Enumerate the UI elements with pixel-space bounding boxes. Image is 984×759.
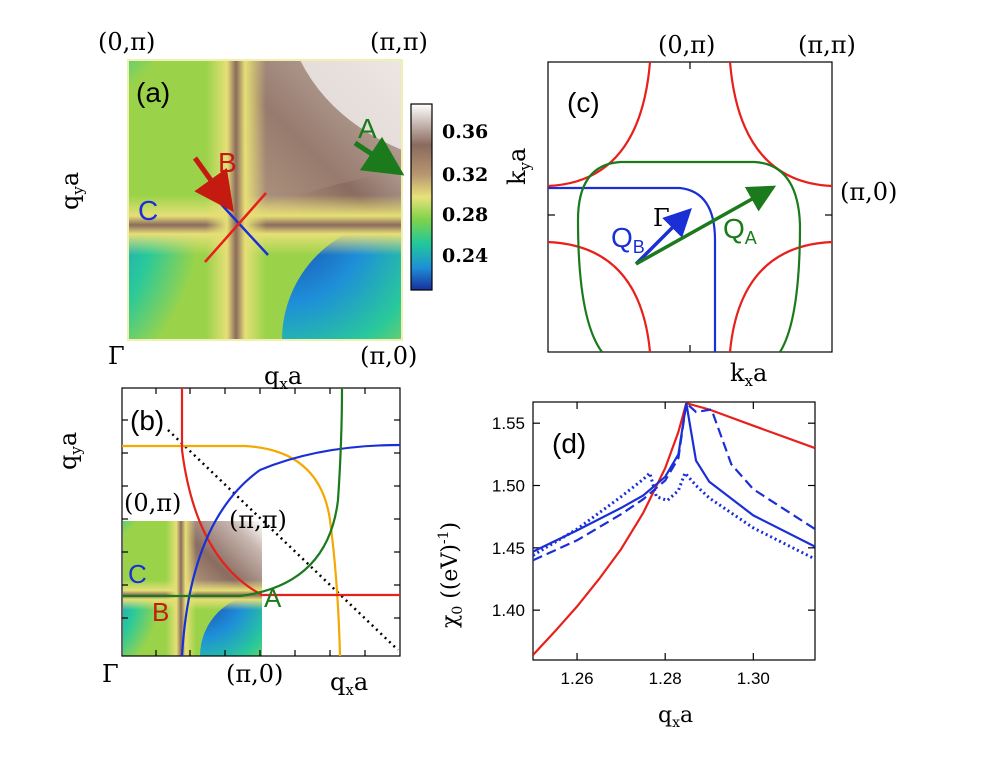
panel-b-inset-top-left: (0,π)	[124, 489, 181, 517]
panel-d-series-group	[533, 402, 815, 656]
panel-b-axes	[121, 387, 401, 657]
panel-a-frame	[127, 59, 403, 341]
panel-c-blue-surface	[548, 186, 717, 352]
panel-c-corner-top-right: (π,π)	[798, 31, 856, 59]
panel-b: (b) (0,π) (π,π) C B A Γ (π,0) qxa qya	[54, 387, 401, 699]
panel-d-chart: 1.26 1.28 1.30 1.40 1.45 1.50 1.55 (d) qxa χ0 …	[436, 401, 816, 731]
panel-d-ticks: 1.26 1.28 1.30 1.40 1.45 1.50 1.55	[492, 402, 815, 688]
panel-a-xlabel: qxa	[264, 362, 302, 393]
y-tick-label: 1.45	[492, 539, 525, 558]
x-tick-label: 1.28	[649, 669, 682, 688]
y-tick-label: 1.40	[492, 601, 525, 620]
y-tick-label: 1.50	[492, 477, 525, 496]
panel-c-corner-right: (π,0)	[840, 178, 897, 206]
panel-a-red-cut	[204, 192, 267, 263]
panel-c-red-pocket	[728, 62, 832, 188]
panel-b-ylabel: qya	[54, 432, 85, 470]
colorbar-tick: 0.36	[442, 121, 488, 143]
panel-a-heatmap	[128, 60, 402, 340]
series-line-2	[533, 402, 815, 562]
panel-b-red-curve	[180, 388, 400, 597]
panel-c-qb-label: QB	[611, 222, 645, 257]
panel-c-qa-label: QA	[723, 213, 757, 248]
x-tick-label: 1.30	[737, 669, 770, 688]
panel-a-ylabel: qya	[56, 172, 87, 210]
panel-a-corner-bottom-left: Γ	[108, 342, 125, 370]
panel-a-marker-a: A	[358, 113, 377, 144]
colorbar-tick: 0.28	[442, 204, 488, 226]
panel-a-arrow-b	[192, 156, 234, 213]
panel-a-label: (a)	[136, 77, 170, 108]
panel-b-curves	[122, 388, 400, 656]
panel-c-xlabel: kxa	[730, 359, 767, 390]
y-tick-label: 1.55	[492, 414, 525, 433]
panel-c-green-surface	[576, 160, 802, 352]
panel-b-inset-top-right: (π,π)	[229, 506, 287, 534]
panel-a-corner-top-right: (π,π)	[370, 28, 428, 56]
panel-c-ylabel: kya	[503, 148, 534, 185]
panel-c-red-pocket	[548, 240, 652, 352]
panel-c-arrow-qa	[635, 185, 777, 266]
panel-a-colorbar-ticks: 0.36 0.32 0.28 0.24	[442, 121, 488, 267]
panel-b-corner-bottom-right: (π,0)	[226, 660, 283, 688]
colorbar-tick: 0.24	[442, 245, 488, 267]
panel-c-fermi-surfaces	[548, 62, 832, 352]
panel-c-gamma: Γ	[653, 204, 670, 232]
x-tick-label: 1.26	[561, 669, 594, 688]
panel-c-arrow-qb	[634, 208, 692, 266]
panel-b-marker-a: A	[264, 583, 282, 613]
panel-a-marker-c: C	[138, 195, 158, 226]
panel-b-marker-b: B	[152, 597, 169, 627]
panel-c: (c) Γ QB QA (0,π) (π,π) (π,0) kxa kya	[503, 31, 897, 390]
panel-c-red-pocket	[728, 240, 832, 352]
panel-a-corner-top-left: (0,π)	[98, 28, 155, 56]
series-line-3	[533, 470, 815, 561]
panel-a-corner-bottom-right: (π,0)	[360, 342, 417, 370]
series-line-1	[533, 403, 815, 553]
colorbar-tick: 0.32	[442, 164, 488, 186]
panel-a-colorbar	[410, 103, 433, 291]
panel-b-marker-c: C	[128, 559, 147, 589]
panel-b-label: (b)	[130, 405, 164, 436]
panel-c-corner-top-left: (0,π)	[658, 31, 715, 59]
panel-c-red-pocket	[548, 62, 652, 188]
panel-d-ylabel: χ0 ((eV)-1)	[436, 522, 466, 628]
panel-b-diagonal	[167, 429, 399, 651]
panel-d-xlabel: qxa	[658, 703, 693, 731]
panel-b-blue-curve	[180, 443, 400, 656]
panel-d-frame	[532, 401, 816, 661]
panel-b-xlabel: qxa	[330, 668, 368, 699]
panel-a-arrow-a	[353, 136, 405, 176]
panel-a: (a) A B C 0.36 0.32 0.28 0.24 (0,π) (π,π…	[56, 28, 488, 393]
panel-b-corner-bottom-left: Γ	[102, 660, 119, 688]
panel-c-label: (c)	[567, 87, 600, 118]
panel-a-marker-b: B	[218, 147, 237, 178]
panel-b-green-curve	[122, 388, 344, 598]
panel-d-label: (d)	[552, 428, 586, 459]
panel-b-orange-curve	[122, 444, 342, 656]
